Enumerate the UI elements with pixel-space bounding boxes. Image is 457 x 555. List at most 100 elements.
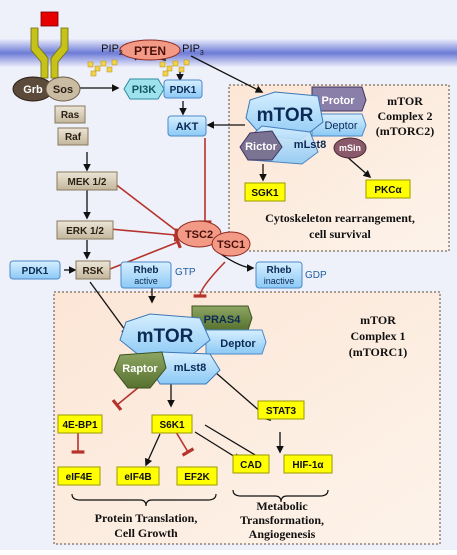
erk-node: ERK 1/2 xyxy=(56,220,114,240)
pdk1-left-node: PDK1 xyxy=(9,260,61,280)
svg-text:PTEN: PTEN xyxy=(134,44,166,58)
svg-text:S6K1: S6K1 xyxy=(159,420,184,431)
svg-text:Protor: Protor xyxy=(322,95,356,107)
mtorc1-title-1: mTOR xyxy=(360,313,396,327)
rsk-node: RSK xyxy=(75,260,111,280)
svg-text:SGK1: SGK1 xyxy=(251,188,279,199)
svg-text:MEK 1/2: MEK 1/2 xyxy=(68,177,107,188)
mtorc1-outcome-left-2: Cell Growth xyxy=(114,526,178,540)
mtorc2-title-3: (mTORC2) xyxy=(376,124,434,138)
svg-text:Sos: Sos xyxy=(53,84,73,96)
deptor-c2-node xyxy=(311,113,367,137)
svg-text:Rictor: Rictor xyxy=(245,141,278,153)
svg-text:PI3K: PI3K xyxy=(132,84,157,96)
pip-molecules xyxy=(87,59,190,77)
svg-text:4E-BP1: 4E-BP1 xyxy=(62,420,97,431)
cell-membrane xyxy=(0,38,457,68)
gtp-label: GTP xyxy=(175,267,196,278)
svg-text:inactive: inactive xyxy=(264,276,295,286)
mtorc1-title-2: Complex 1 xyxy=(351,329,406,343)
pip3-label: PIP3 xyxy=(182,43,204,57)
rictor-node xyxy=(239,130,283,161)
svg-text:Ras: Ras xyxy=(61,110,80,121)
svg-text:mLst8: mLst8 xyxy=(174,362,206,374)
inhibit-tsc-rheb xyxy=(193,261,226,298)
akt-node: AKT xyxy=(167,115,207,137)
arrow-mtorc2-pkca xyxy=(344,154,372,179)
eif4e-node: eIF4E xyxy=(57,466,101,486)
deptor-c1-node xyxy=(205,329,267,355)
mtorc1-outcome-right-1: Metabolic xyxy=(256,499,308,513)
svg-text:Raf: Raf xyxy=(65,132,82,143)
raf-node: Raf xyxy=(57,127,89,146)
svg-text:mLst8: mLst8 xyxy=(294,139,326,151)
svg-text:mTOR: mTOR xyxy=(137,326,194,347)
inhibit-s6k1-ef2k xyxy=(175,431,195,457)
mtorc1-outcome-right-2: Transformation, xyxy=(240,513,324,527)
svg-text:Rheb: Rheb xyxy=(267,265,292,276)
bracket-metabolic xyxy=(232,489,329,503)
mek-node: MEK 1/2 xyxy=(56,171,118,191)
eif4b-node: eIF4B xyxy=(116,466,160,486)
svg-text:TSC1: TSC1 xyxy=(217,239,245,251)
pdk1-top-node: PDK1 xyxy=(163,79,203,99)
svg-text:STAT3: STAT3 xyxy=(266,406,297,417)
tsc2-node: TSC2 xyxy=(176,220,222,248)
hif-node: HIF-1α xyxy=(283,454,333,474)
raptor-node xyxy=(113,351,167,389)
arrow-pip3-mtorc2 xyxy=(190,55,264,93)
svg-text:Raptor: Raptor xyxy=(122,363,158,375)
tsc1-node: TSC1 xyxy=(211,231,251,257)
svg-text:AKT: AKT xyxy=(176,121,199,133)
svg-text:PKCα: PKCα xyxy=(374,185,402,196)
inhibit-erk-tsc2 xyxy=(109,228,179,242)
mtorc1-outcome-left-1: Protein Translation, xyxy=(95,511,198,525)
arrow-s6k1-eif4b xyxy=(145,433,161,467)
pten-node: PTEN xyxy=(119,39,181,61)
s6k1-node: S6K1 xyxy=(151,414,193,434)
mtorc1-title-3: (mTORC1) xyxy=(349,345,407,359)
svg-text:PDK1: PDK1 xyxy=(170,85,197,96)
rheb-inactive-node: Rheb inactive xyxy=(255,261,303,289)
svg-text:EF2K: EF2K xyxy=(184,472,210,483)
mtorc1-complex: PRAS4 Deptor mTOR mLst8 Raptor xyxy=(113,305,267,389)
mtorc2-title-1: mTOR xyxy=(387,94,423,108)
svg-text:Grb: Grb xyxy=(23,84,43,96)
pip2-label: PIP2 xyxy=(101,43,123,57)
mtorc1-outcome-right-3: Angiogenesis xyxy=(249,527,316,541)
mtorc2-outcome-1: Cytoskeleton rearrangement, xyxy=(265,211,415,225)
arrow-rsk-mtorc1 xyxy=(89,281,129,336)
sgk1-node: SGK1 xyxy=(244,182,286,202)
bracket-protein-translation xyxy=(71,493,217,507)
svg-text:Deptor: Deptor xyxy=(324,120,357,132)
svg-text:HIF-1α: HIF-1α xyxy=(292,460,324,471)
svg-text:Deptor: Deptor xyxy=(220,338,256,350)
svg-text:PDK1: PDK1 xyxy=(22,266,49,277)
svg-text:Rheb: Rheb xyxy=(134,265,159,276)
svg-text:active: active xyxy=(134,276,158,286)
receptor-icon xyxy=(30,11,69,79)
mtorc2-complex: Protor Deptor mTOR mLst8 Rictor mSin xyxy=(239,86,367,165)
activation-arrows xyxy=(64,53,372,467)
svg-text:RSK: RSK xyxy=(82,266,104,277)
rheb-active-node: Rheb active xyxy=(120,261,172,289)
pkca-node: PKCα xyxy=(365,179,411,199)
sos-node: Sos xyxy=(45,76,81,102)
ef2k-node: EF2K xyxy=(176,466,218,486)
gdp-label: GDP xyxy=(305,270,327,281)
svg-text:eIF4E: eIF4E xyxy=(66,472,93,483)
svg-text:PRAS4: PRAS4 xyxy=(204,314,242,326)
inhibit-mek-tsc2 xyxy=(109,179,184,239)
svg-text:mSin: mSin xyxy=(339,143,361,153)
svg-text:CAD: CAD xyxy=(240,460,262,471)
cad-node: CAD xyxy=(232,454,270,474)
mtorc2-outcome-2: cell survival xyxy=(309,227,371,241)
msin-node xyxy=(333,137,367,159)
4ebp1-node: 4E-BP1 xyxy=(57,414,103,434)
svg-text:eIF4B: eIF4B xyxy=(124,472,151,483)
svg-text:mTOR: mTOR xyxy=(257,105,314,126)
svg-text:ERK 1/2: ERK 1/2 xyxy=(66,226,104,237)
mtorc2-title-2: Complex 2 xyxy=(378,109,433,123)
